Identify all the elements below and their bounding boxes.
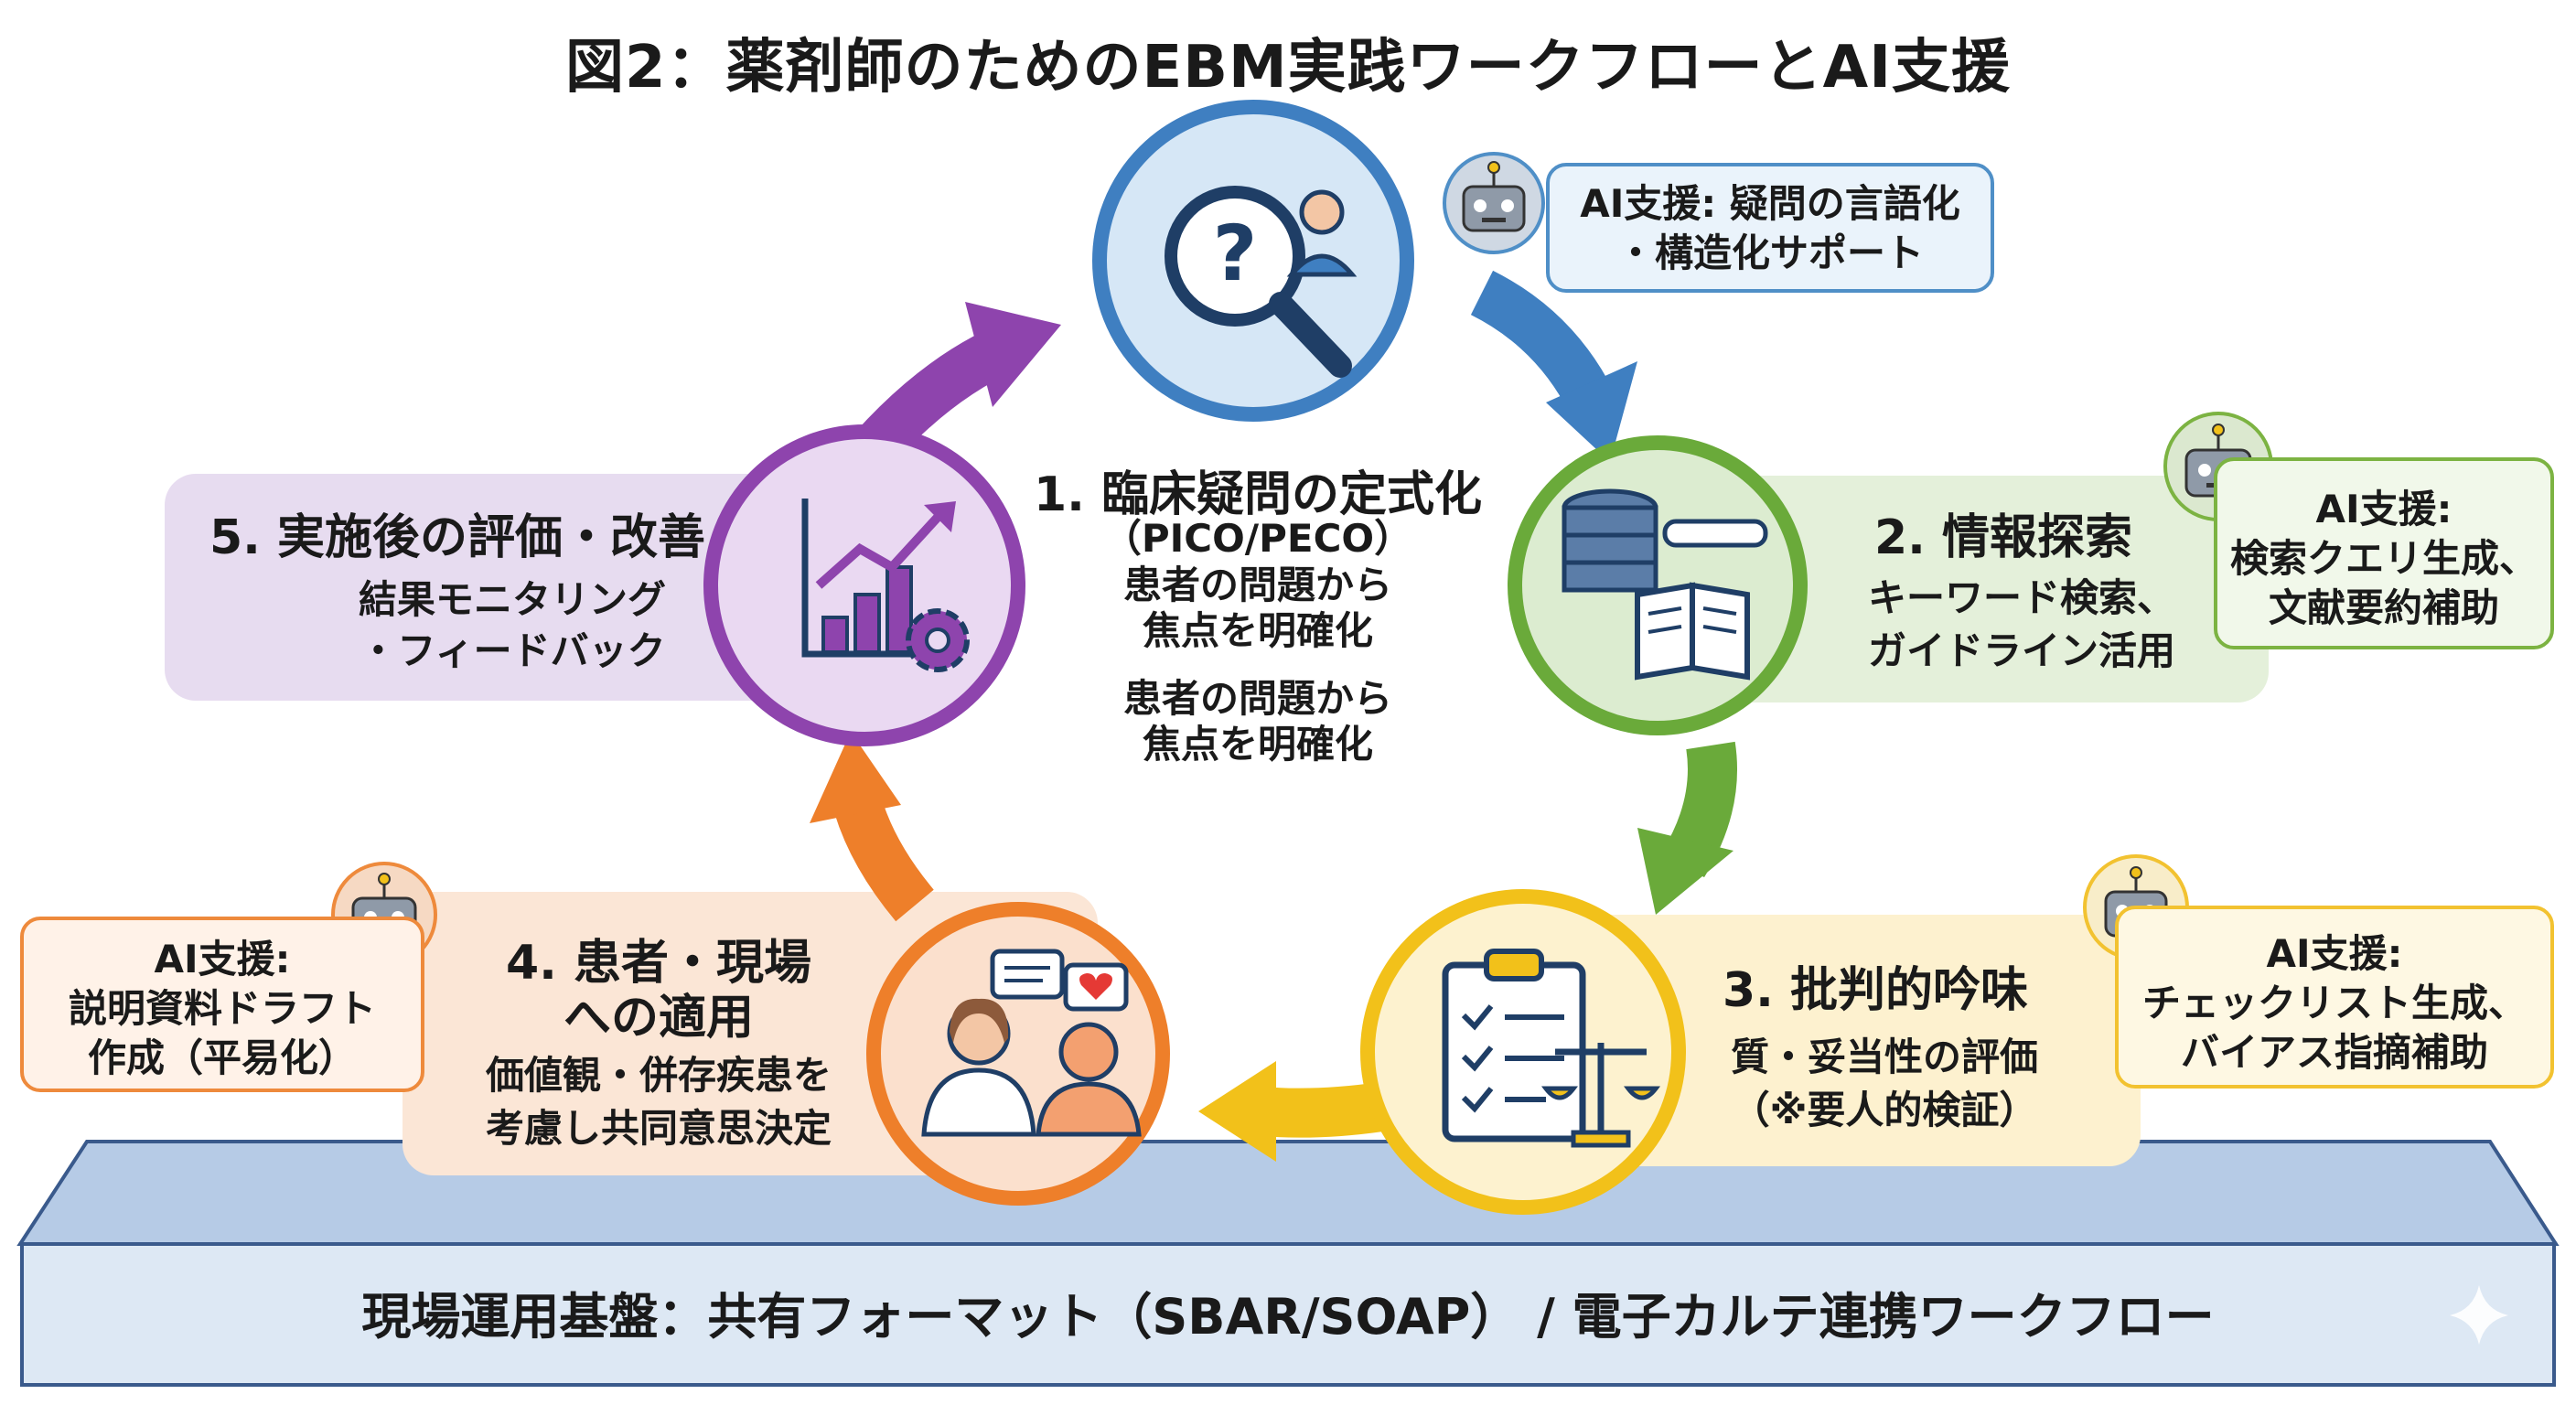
- step4-desc-2: 考慮し共同意思決定: [485, 1106, 832, 1151]
- step1-subheading: （PICO/PECO）: [1102, 516, 1413, 561]
- step2-desc-1: キーワード検索、: [1867, 575, 2175, 620]
- step3-desc-1: 質・妥当性の評価: [1730, 1035, 2038, 1079]
- step5-heading: 5. 実施後の評価・改善: [209, 510, 706, 565]
- step1-desc-3: 患者の問題から: [1122, 676, 1392, 721]
- arrow-1-to-2: [1470, 270, 1615, 414]
- ai-support-step4: AI支援: 説明資料ドラフト 作成（平易化）: [20, 917, 424, 1092]
- foundation-label: 現場運用基盤：共有フォーマット（SBAR/SOAP） / 電子カルテ連携ワークフ…: [361, 1288, 2215, 1346]
- sparkle-icon: [2450, 1285, 2508, 1345]
- ai-support-step2-line2: 検索クエリ生成、: [2229, 536, 2538, 581]
- ai-support-step4-line2: 説明資料ドラフト: [68, 986, 376, 1031]
- magnifier-question-icon: ?: [1165, 186, 1358, 378]
- ai-support-step1-line2: ・構造化サポート: [1615, 231, 1924, 275]
- ai-support-step4-line1: AI支援:: [154, 937, 291, 981]
- arrow-3-to-4: [1260, 1082, 1385, 1138]
- ai-support-step3: AI支援: チェックリスト生成、 バイアス指摘補助: [2115, 906, 2554, 1089]
- ai-support-step3-line3: バイアス指摘補助: [2180, 1030, 2488, 1075]
- step5-circle: [703, 424, 1025, 746]
- ai-support-step4-line3: 作成（平易化）: [87, 1035, 357, 1080]
- step2-desc-2: ガイドライン活用: [1867, 628, 2175, 673]
- step4-desc-1: 価値観・併存疾患を: [485, 1053, 832, 1098]
- checklist-scale-icon: [1442, 949, 1661, 1148]
- step1-desc-2: 焦点を明確化: [1142, 608, 1373, 653]
- step2-heading: 2. 情報探索: [1873, 510, 2133, 565]
- step5-desc-2: ・フィードバック: [359, 628, 666, 673]
- consultation-icon: [921, 949, 1142, 1137]
- step1-desc-1: 患者の問題から: [1122, 563, 1392, 607]
- ai-support-step3-line1: AI支援:: [2266, 931, 2403, 976]
- step4-heading-2: への適用: [563, 991, 754, 1046]
- step5-panel: [165, 474, 805, 701]
- ai-support-step1: AI支援: 疑問の言語化 ・構造化サポート: [1546, 163, 1994, 293]
- step1-heading: 1. 臨床疑問の定式化: [1033, 467, 1483, 522]
- arrow-head-3-to-4: [1198, 1061, 1276, 1162]
- arrow-head-2-to-3: [1637, 828, 1733, 915]
- ai-support-step2-line3: 文献要約補助: [2268, 585, 2499, 630]
- ai-support-step2: AI支援: 検索クエリ生成、 文献要約補助: [2214, 457, 2554, 649]
- step5-desc-1: 結果モニタリング: [358, 577, 666, 622]
- ai-support-step3-line2: チェックリスト生成、: [2141, 981, 2527, 1025]
- robot-icon: [1443, 152, 1545, 254]
- step1-desc-4: 焦点を明確化: [1142, 722, 1373, 767]
- ai-support-step1-line1: AI支援: 疑問の言語化: [1580, 181, 1960, 226]
- svg-text:?: ?: [1213, 209, 1258, 298]
- growth-chart-gear-icon: [801, 499, 970, 672]
- page-title: 図2：薬剤師のためのEBM実践ワークフローとAI支援: [564, 34, 2012, 102]
- step3-desc-2: （※要人的検証）: [1731, 1088, 2038, 1132]
- step4-heading-1: 4. 患者・現場: [505, 936, 812, 991]
- foundation-platform: [20, 1242, 2556, 1387]
- arrow-head-4-to-5: [810, 732, 901, 823]
- step3-heading: 3. 批判的吟味: [1722, 963, 2029, 1018]
- ai-support-step2-line1: AI支援:: [2315, 487, 2453, 531]
- arrow-head-5-to-1: [965, 302, 1061, 407]
- arrow-head-1-to-2: [1546, 361, 1637, 462]
- database-book-icon: [1562, 488, 1768, 681]
